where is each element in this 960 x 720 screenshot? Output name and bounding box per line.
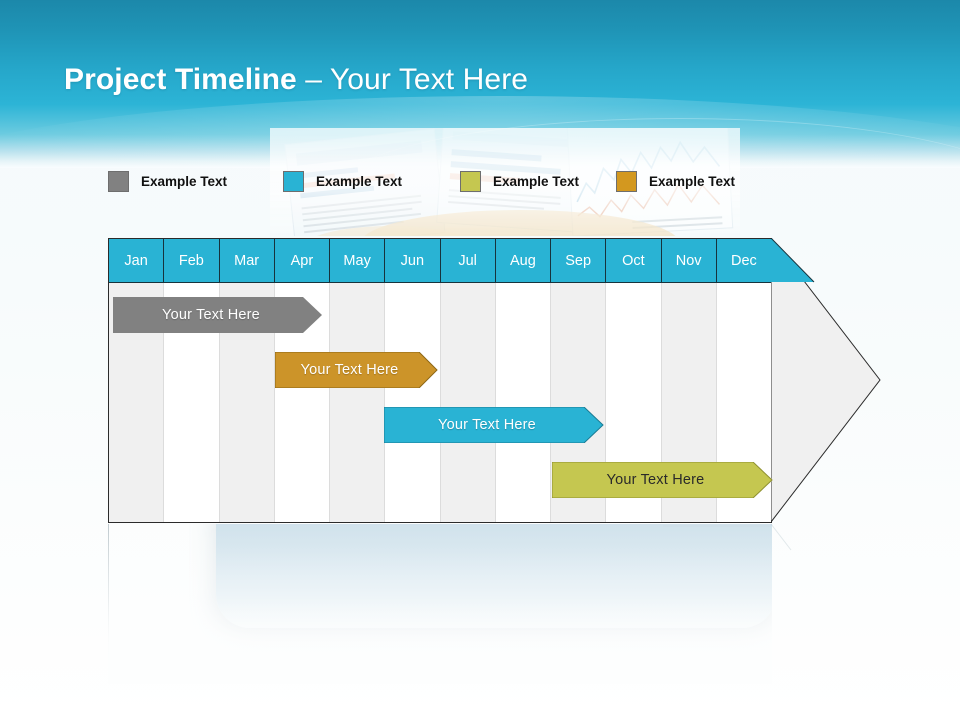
legend: Example Text Example Text Example Text E… xyxy=(108,168,828,194)
column-jan xyxy=(109,239,164,522)
legend-label-1: Example Text xyxy=(141,173,228,189)
month-header-sep[interactable]: Sep xyxy=(551,239,607,282)
legend-item-3[interactable]: Example Text xyxy=(460,168,579,194)
timeline-chart: Jan Feb Mar Apr May Jun Jul Aug Sep Oct … xyxy=(108,238,773,523)
legend-swatch-gray-icon xyxy=(108,170,129,192)
timeline-arrowhead xyxy=(771,238,881,523)
month-header-apr[interactable]: Apr xyxy=(274,239,330,282)
column-feb xyxy=(163,239,219,522)
task-bar-4-label: Your Text Here xyxy=(606,472,705,488)
legend-item-1[interactable]: Example Text xyxy=(108,168,227,194)
month-header-oct[interactable]: Oct xyxy=(606,239,662,282)
month-header-row: Jan Feb Mar Apr May Jun Jul Aug Sep Oct … xyxy=(109,239,771,282)
legend-label-4: Example Text xyxy=(649,173,736,189)
page-title-light: – Your Text Here xyxy=(296,63,529,96)
month-header-feb[interactable]: Feb xyxy=(164,239,220,282)
legend-item-2[interactable]: Example Text xyxy=(283,168,402,194)
task-bar-2-label: Your Text Here xyxy=(300,362,399,378)
column-aug xyxy=(494,239,550,522)
month-header-aug[interactable]: Aug xyxy=(495,239,551,282)
legend-label-3: Example Text xyxy=(493,173,580,189)
task-bar-3[interactable]: Your Text Here xyxy=(384,407,604,443)
month-header-dec[interactable]: Dec xyxy=(716,239,771,282)
page-title-strong: Project Timeline xyxy=(64,63,297,96)
task-bar-1-label: Your Text Here xyxy=(162,307,260,323)
legend-swatch-yellow-icon xyxy=(460,170,481,192)
legend-item-4[interactable]: Example Text xyxy=(616,168,735,194)
month-header-mar[interactable]: Mar xyxy=(219,239,275,282)
task-bar-4[interactable]: Your Text Here xyxy=(552,462,773,498)
month-header-jun[interactable]: Jun xyxy=(385,239,441,282)
task-bar-1[interactable]: Your Text Here xyxy=(113,297,323,333)
month-header-jan[interactable]: Jan xyxy=(109,239,165,282)
month-header-jul[interactable]: Jul xyxy=(440,239,496,282)
legend-label-2: Example Text xyxy=(316,173,403,189)
page-title: Project Timeline – Your Text Here xyxy=(64,58,528,102)
task-bar-2[interactable]: Your Text Here xyxy=(275,352,438,388)
legend-swatch-orange-icon xyxy=(616,170,637,192)
column-mar xyxy=(218,239,274,522)
column-jul xyxy=(439,239,495,522)
month-header-underline xyxy=(109,282,771,283)
legend-swatch-cyan-icon xyxy=(283,170,304,192)
month-header-may[interactable]: May xyxy=(330,239,386,282)
task-bar-3-label: Your Text Here xyxy=(438,417,536,433)
month-header-nov[interactable]: Nov xyxy=(661,239,717,282)
